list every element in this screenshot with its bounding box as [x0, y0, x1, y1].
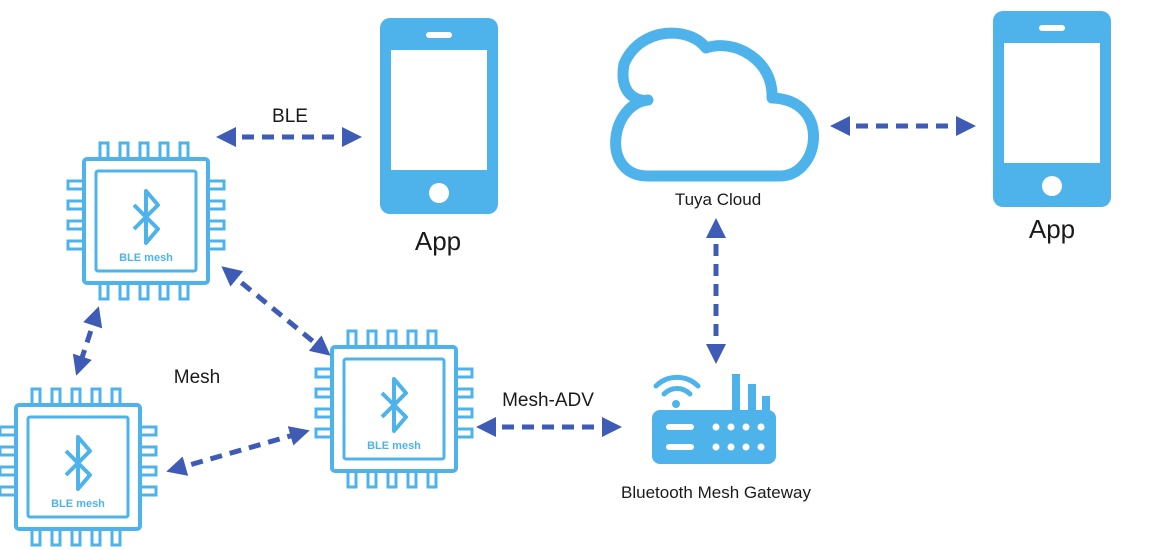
- connection-arrows: [72, 116, 976, 476]
- ble-label: BLE: [272, 106, 308, 127]
- bluetooth-chip-icon: BLE mesh: [314, 329, 474, 489]
- mesh-arrow-chip1-chip2: [221, 266, 331, 356]
- chip-label: BLE mesh: [119, 252, 173, 264]
- app-left-label: App: [415, 226, 461, 256]
- router-icon: [652, 374, 776, 464]
- gateway-label: Bluetooth Mesh Gateway: [621, 483, 811, 502]
- app-right-label: App: [1029, 214, 1075, 244]
- mesh-arrow-chip3-chip2: [166, 426, 310, 476]
- bluetooth-chip-icon: BLE mesh: [66, 141, 226, 301]
- mesh-label: Mesh: [174, 367, 220, 388]
- chip-label: BLE mesh: [51, 498, 105, 510]
- phone-icon: [993, 11, 1111, 207]
- chip-label: BLE mesh: [367, 440, 421, 452]
- bluetooth-chip-icon: BLE mesh: [0, 387, 158, 547]
- cloud-label: Tuya Cloud: [675, 190, 761, 209]
- phone-icon: [380, 18, 498, 214]
- mesh-arrow-chip1-chip3: [72, 306, 103, 376]
- cloud-icon: [610, 27, 819, 182]
- mesh-adv-label: Mesh-ADV: [502, 390, 594, 411]
